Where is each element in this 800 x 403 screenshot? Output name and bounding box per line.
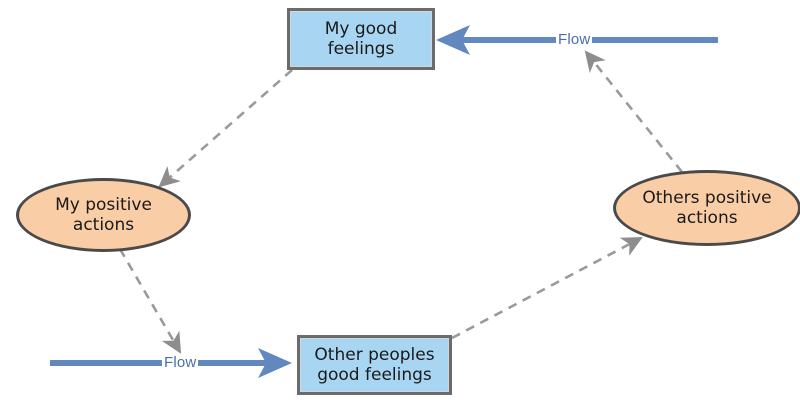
node-label: Others positive actions: [642, 187, 772, 228]
connector-other-feelings-to-others-actions: [451, 236, 643, 340]
connector-others-actions-to-flow-top: [584, 50, 684, 173]
connector-good-feelings-to-my-actions: [158, 69, 293, 188]
node-my-positive-actions[interactable]: My positive actions: [16, 178, 191, 252]
node-other-peoples-good-feelings[interactable]: Other peoples good feelings: [297, 335, 452, 395]
flow-arrow-bottom[interactable]: [50, 348, 292, 378]
connector-my-actions-to-flow-bottom: [118, 248, 182, 354]
flow-label-top: Flow: [556, 31, 593, 48]
node-label: My good feelings: [324, 18, 398, 59]
node-label: My positive actions: [55, 194, 152, 235]
node-label: Other peoples good feelings: [314, 344, 435, 385]
node-my-good-feelings[interactable]: My good feelings: [287, 8, 435, 70]
flow-label-bottom: Flow: [162, 354, 199, 371]
node-others-positive-actions[interactable]: Others positive actions: [613, 170, 800, 246]
